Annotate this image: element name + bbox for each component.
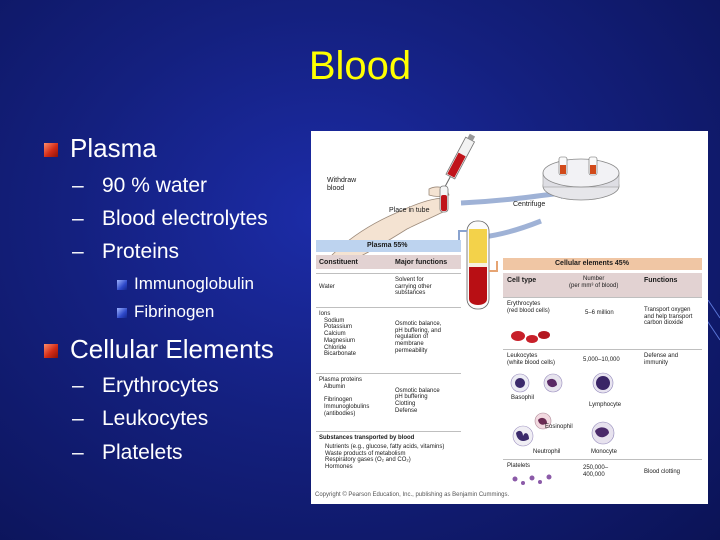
transported-items: Nutrients (e.g., glucose, fatty acids, v… (325, 444, 445, 471)
plasma-function-water: Solvent for carrying other substances (395, 277, 432, 297)
leukocytes-type: Leukocytes (white blood cells) (507, 353, 556, 366)
sub-bullet-proteins: –Proteins (72, 240, 179, 264)
plasma-header-constituent: Constituent (319, 259, 358, 266)
arrow-to-centrifuge (460, 190, 562, 206)
label-monocyte: Monocyte (591, 449, 618, 455)
sub-bullet-text: Proteins (102, 240, 180, 263)
erythrocytes-number: 5–6 million (585, 310, 614, 316)
bullet-cellular-elements: Cellular Elements (70, 334, 274, 364)
bullet-immunoglobulin: Immunoglobulin (134, 274, 255, 293)
label-eosinophil: Eosinophil (545, 424, 573, 430)
separated-blood-tube-icon (466, 220, 490, 310)
centrifuge-icon (542, 156, 620, 201)
red-blood-cell-icon (511, 331, 525, 341)
plasma-constituent-ions: Ions Sodium Potassium Calcium Magnesium … (319, 311, 357, 358)
plasma-header-functions: Major functions (395, 259, 448, 266)
dash: – (72, 441, 84, 464)
sub-bullet-water: –90 % water (72, 174, 207, 198)
transported-title: Substances transported by blood (319, 435, 415, 441)
dash: – (72, 174, 84, 197)
plasma-function-proteins: Osmotic balance pH buffering Clotting De… (395, 387, 440, 414)
dash: – (72, 240, 84, 263)
label-withdraw-blood: Withdraw blood (327, 177, 357, 192)
figure-copyright: Copyright © Pearson Education, Inc., pub… (315, 492, 510, 498)
blood-illustration (330, 133, 620, 485)
slide-title: Blood (308, 44, 412, 88)
sub-bullet-text: 90 % water (102, 174, 208, 197)
bullet-square-icon (44, 143, 58, 157)
platelets-number: 250,000– 400,000 (583, 465, 609, 478)
platelets-icon (512, 474, 552, 485)
label-lymphocyte: Lymphocyte (589, 402, 622, 408)
erythrocytes-function: Transport oxygen and help transport carb… (644, 307, 693, 327)
cellular-header-number: Number (per mm³ of blood) (569, 276, 619, 289)
plasma-column-header (316, 255, 461, 269)
sub-bullet-erythrocytes: –Erythrocytes (72, 374, 219, 398)
small-bullet-square-icon (117, 280, 127, 290)
sub-bullet-text: Blood electrolytes (102, 207, 268, 230)
cellular-column-header (503, 273, 702, 297)
bullet-square-icon (44, 344, 58, 358)
leukocytes-function: Defense and immunity (644, 353, 679, 366)
dash: – (72, 207, 84, 230)
plasma-constituent-water: Water (319, 284, 335, 290)
sub-bullet-text: Platelets (102, 441, 183, 464)
dash: – (72, 374, 84, 397)
platelets-type: Platelets (507, 463, 531, 469)
blood-composition-figure: Withdraw blood Place in tube Centrifuge … (311, 131, 708, 504)
syringe-icon (442, 133, 476, 191)
arrow-to-tube (482, 218, 542, 240)
sub-bullet-text: Leukocytes (102, 407, 209, 430)
cellular-header-band (503, 258, 702, 270)
small-bullet-square-icon (117, 308, 127, 318)
dash: – (72, 407, 84, 430)
plasma-constituent-proteins: Plasma proteins Albumin Fibrinogen Immun… (319, 377, 370, 417)
sub-bullet-text: Erythrocytes (102, 374, 219, 397)
leukocytes-number: 5,000–10,000 (583, 357, 620, 363)
platelets-function: Blood clotting (644, 469, 681, 475)
cellular-title: Cellular elements 45% (555, 260, 629, 267)
plasma-header-band (316, 240, 461, 252)
plasma-function-ions: Osmotic balance, pH buffering, and regul… (395, 321, 442, 354)
sub-bullet-platelets: –Platelets (72, 441, 183, 465)
bullet-fibrinogen: Fibrinogen (134, 302, 215, 321)
sub-bullet-electrolytes: –Blood electrolytes (72, 207, 268, 231)
label-basophil: Basophil (511, 395, 535, 401)
erythrocytes-type: Erythrocytes (red blood cells) (507, 301, 550, 314)
bullet-plasma: Plasma (70, 133, 157, 163)
label-centrifuge: Centrifuge (513, 201, 546, 208)
cellular-header-cell-type: Cell type (507, 277, 537, 284)
cellular-header-functions: Functions (644, 277, 678, 284)
label-neutrophil: Neutrophil (533, 449, 561, 455)
sub-bullet-leukocytes: –Leukocytes (72, 407, 208, 431)
label-place-in-tube: Place in tube (389, 207, 430, 214)
plasma-title: Plasma 55% (367, 242, 408, 249)
